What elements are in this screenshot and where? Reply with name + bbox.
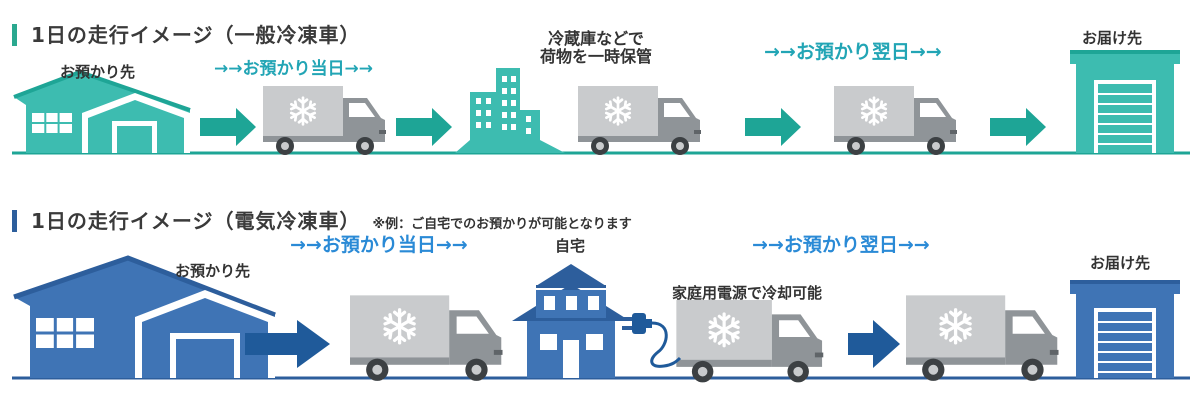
title-bar (12, 210, 17, 232)
office-building-icon (455, 68, 565, 153)
title-bar (12, 24, 17, 46)
arrow-icon (396, 108, 452, 146)
section-note-electric: ※例：ご自宅でのお預かりが可能となります (372, 217, 632, 232)
refrigerated-truck-icon (834, 86, 957, 155)
label-destination-electric: お届け先 (1090, 254, 1151, 272)
refrigerated-truck-icon (350, 295, 503, 381)
label-same-day-general: →→お預かり当日→→ (214, 59, 373, 79)
section-title-electric: 1日の走行イメージ（電気冷凍車） ※例：ご自宅でのお預かりが可能となります (12, 205, 632, 234)
section-title-electric-text: 1日の走行イメージ（電気冷凍車） (31, 209, 361, 233)
warehouse-icon (13, 255, 276, 378)
label-same-day-electric: →→お預かり当日→→ (290, 234, 468, 256)
label-destination-general: お届け先 (1082, 29, 1143, 47)
arrow-icon (245, 320, 330, 368)
warehouse-icon (13, 69, 191, 153)
refrigerated-truck-icon (263, 86, 386, 155)
label-home-electric: 自宅 (555, 237, 586, 255)
refrigerated-truck-icon (906, 295, 1059, 381)
label-next-day-electric: →→お預かり翌日→→ (752, 234, 930, 256)
destination-building-icon (1070, 280, 1180, 378)
arrow-icon (848, 320, 900, 368)
power-plug-icon (622, 313, 682, 368)
house-icon (512, 264, 630, 378)
section-title-general-text: 1日の走行イメージ（一般冷凍車） (31, 23, 361, 47)
label-warehouse-general: 冷蔵庫などで 荷物を一時保管 (540, 29, 653, 67)
refrigerated-truck-icon (578, 86, 701, 155)
label-next-day-general: →→お預かり翌日→→ (764, 41, 942, 63)
label-home-power-electric: 家庭用電源で冷却可能 (672, 284, 823, 302)
label-pickup-electric: お預かり先 (175, 262, 251, 280)
arrow-icon (745, 108, 801, 146)
arrow-icon (200, 108, 256, 146)
refrigerated-truck-icon (676, 300, 823, 382)
arrow-icon (990, 108, 1046, 146)
section-title-general: 1日の走行イメージ（一般冷凍車） (12, 19, 361, 48)
label-pickup-general: お預かり先 (60, 63, 136, 81)
destination-building-icon (1070, 50, 1180, 153)
